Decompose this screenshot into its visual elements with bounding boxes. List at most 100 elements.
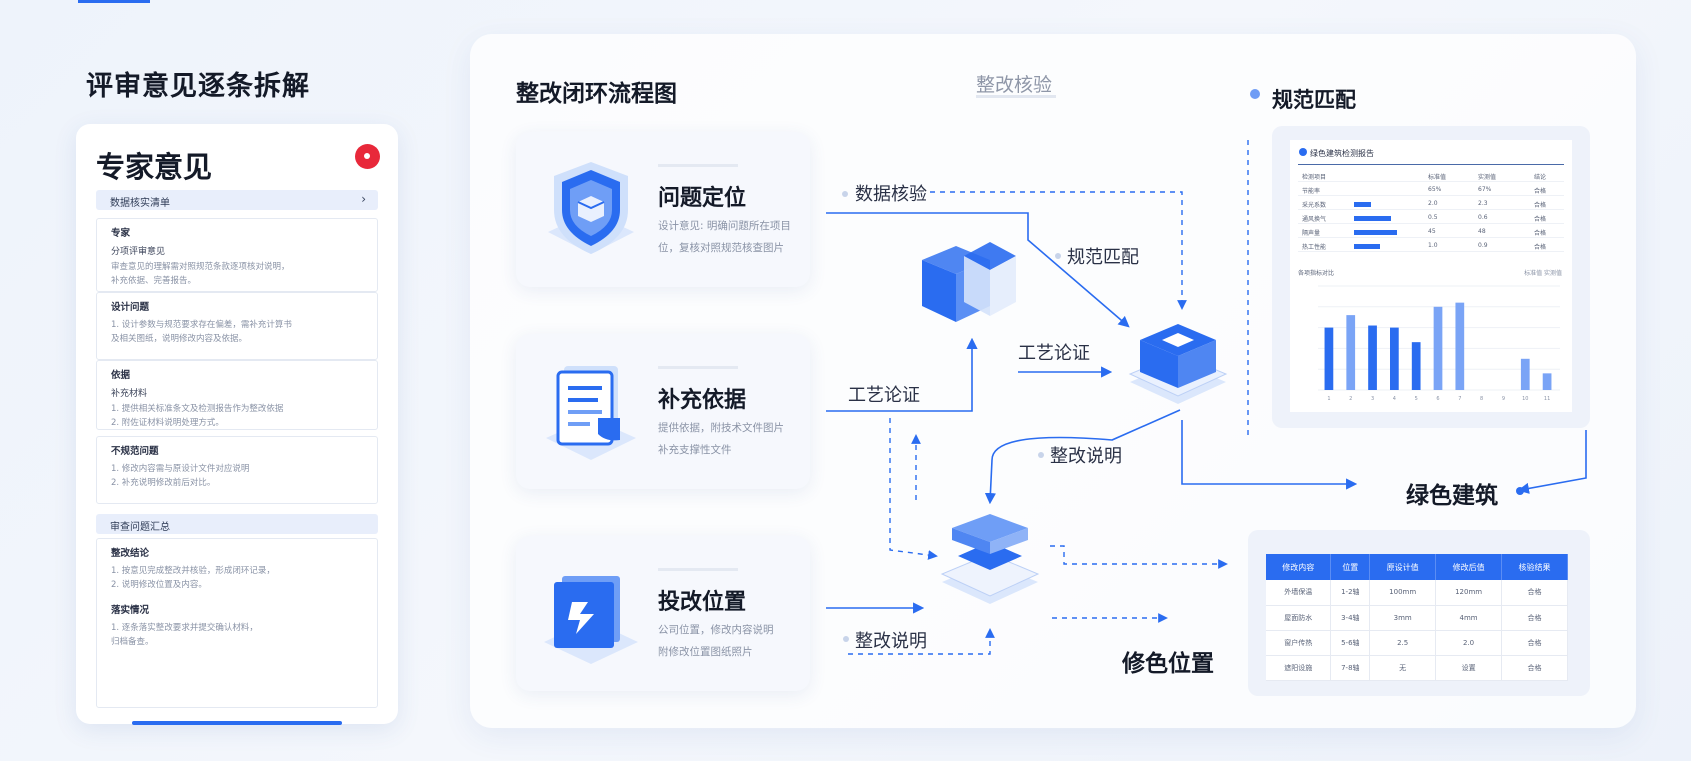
label-dot: [1038, 452, 1044, 458]
table-header-row: 修改内容 位置 原设计值 修改后值 核验结果: [1266, 554, 1568, 580]
stack-icon: [1128, 324, 1228, 404]
layers-icon: [940, 514, 1040, 604]
step-card-supplement[interactable]: 补充依据 提供依据，附技术文件图片 补充支撑性文件: [516, 334, 810, 489]
report-logo-icon: [1299, 148, 1307, 156]
block-text: 1. 提供相关标准条文及检测报告作为整改依据: [111, 404, 284, 414]
ghost-line: [658, 366, 738, 369]
label-dot: [1055, 253, 1061, 259]
step-desc: 公司位置，修改内容说明: [658, 624, 774, 636]
step-desc: 附修改位置图纸照片: [658, 646, 753, 658]
table-header: 核验结果: [1501, 554, 1568, 580]
flow-title: 整改闭环流程图: [516, 81, 677, 107]
label-green-building: 绿色建筑: [1406, 483, 1498, 509]
card-title: 专家意见: [96, 150, 213, 184]
report-rule: [1298, 164, 1564, 165]
block-text: 1. 按意见完成整改并核验，形成闭环记录，: [111, 566, 275, 576]
block-text: 及相关图纸，说明修改内容及依据。: [111, 334, 248, 344]
left-title: 评审意见逐条拆解: [86, 71, 310, 102]
block-heading: 专家: [111, 228, 131, 239]
x-tick-label: 1: [1327, 396, 1330, 402]
block-subheading: 补充材料: [111, 389, 148, 399]
chart-bar: [1346, 315, 1356, 390]
chart-legend: 标准值 实测值: [1524, 270, 1562, 277]
block-text: 审查意见的理解需对照规范条款逐项核对说明，: [111, 262, 290, 272]
table-header: 位置: [1330, 554, 1371, 580]
step-card-position[interactable]: 投改位置 公司位置，修改内容说明 附修改位置图纸照片: [516, 536, 810, 691]
shield-icon: [536, 154, 646, 266]
step-desc: 补充支撑性文件: [658, 444, 732, 456]
opinion-block: 整改结论 1. 按意见完成整改并核验，形成闭环记录， 2. 说明修改位置及内容。…: [96, 538, 378, 708]
label-data-verify: 数据核验: [855, 184, 927, 205]
chart-bar: [1324, 327, 1334, 390]
block-text: 1. 修改内容需与原设计文件对应说明: [111, 464, 250, 474]
x-tick-label: 8: [1480, 396, 1483, 402]
x-tick-label: 5: [1415, 396, 1418, 402]
report-bar: [1354, 230, 1397, 235]
opinion-block: 依据 补充材料 1. 提供相关标准条文及检测报告作为整改依据 2. 附佐证材料说…: [96, 360, 378, 430]
label-process: 工艺论证: [1018, 343, 1090, 364]
ghost-line: [658, 164, 738, 167]
step-title: 投改位置: [658, 590, 747, 615]
section-bar-data[interactable]: 数据核实清单 ›: [96, 190, 378, 210]
step-desc: 位，复核对照规范核查图片: [658, 242, 784, 254]
report-bar: [1354, 244, 1380, 249]
report-bar: [1354, 202, 1371, 207]
block-text: 1. 设计参数与规范要求存在偏差，需补充计算书: [111, 320, 292, 330]
report-bar: [1354, 216, 1391, 221]
label-dot: [843, 636, 849, 642]
opinion-block: 专家 分项评审意见 审查意见的理解需对照规范条款逐项核对说明， 补充依据、完善报…: [96, 218, 378, 292]
report-row: 检测项目标准值实测值结论: [1298, 170, 1564, 182]
label-rectify: 整改说明: [1050, 446, 1122, 467]
spec-heading-text: 规范匹配: [1272, 88, 1356, 112]
chart-caption: 各项指标对比: [1298, 270, 1335, 277]
x-tick-label: 2: [1349, 396, 1352, 402]
spec-heading: 规范匹配: [1252, 84, 1356, 114]
step-desc: 提供依据，附技术文件图片: [658, 422, 784, 434]
opinion-block: 不规范问题 1. 修改内容需与原设计文件对应说明 2. 补充说明修改前后对比。: [96, 436, 378, 504]
box-icon: [536, 558, 646, 670]
x-tick-label: 4: [1393, 396, 1396, 402]
x-tick-label: 11: [1544, 396, 1550, 402]
block-heading: 整改结论: [111, 548, 150, 559]
document-icon: [536, 356, 646, 468]
report-title: 绿色建筑检测报告: [1310, 149, 1374, 158]
record-icon[interactable]: [355, 144, 380, 169]
chart-bar: [1542, 373, 1552, 390]
label-repair-position: 修色位置: [1122, 651, 1214, 677]
ghost-line: [658, 568, 738, 571]
block-heading: 设计问题: [111, 302, 150, 313]
step-card-locate[interactable]: 问题定位 设计意见: 明确问题所在项目 位，复核对照规范核查图片: [516, 132, 810, 287]
section-bar-label: 数据核实清单: [110, 198, 170, 209]
chart-bar: [1433, 306, 1443, 390]
chart-bar: [1368, 325, 1377, 390]
scroll-indicator[interactable]: [132, 721, 342, 725]
top-accent-bar: [78, 0, 150, 3]
expert-opinion-card: 专家意见 数据核实清单 › 专家 分项评审意见 审查意见的理解需对照规范条款逐项…: [76, 124, 398, 725]
block-text: 2. 补充说明修改前后对比。: [111, 478, 216, 488]
section-bar-review[interactable]: 审查问题汇总: [96, 514, 378, 534]
ghost-subline: [976, 95, 1056, 98]
bullet-dot: [1250, 89, 1260, 99]
table-header: 修改后值: [1435, 554, 1503, 580]
x-tick-label: 6: [1436, 396, 1439, 402]
block-text: 归档备查。: [111, 637, 154, 647]
ghost-title: 整改核验: [976, 74, 1053, 96]
block-heading: 落实情况: [111, 605, 150, 616]
chart-bar: [1411, 342, 1421, 390]
block-text: 2. 附佐证材料说明处理方式。: [111, 418, 224, 428]
label-rectify: 整改说明: [855, 631, 927, 652]
chevron-right-icon: ›: [361, 192, 366, 206]
cube-icon: [922, 242, 1016, 322]
step-title: 补充依据: [658, 388, 747, 413]
